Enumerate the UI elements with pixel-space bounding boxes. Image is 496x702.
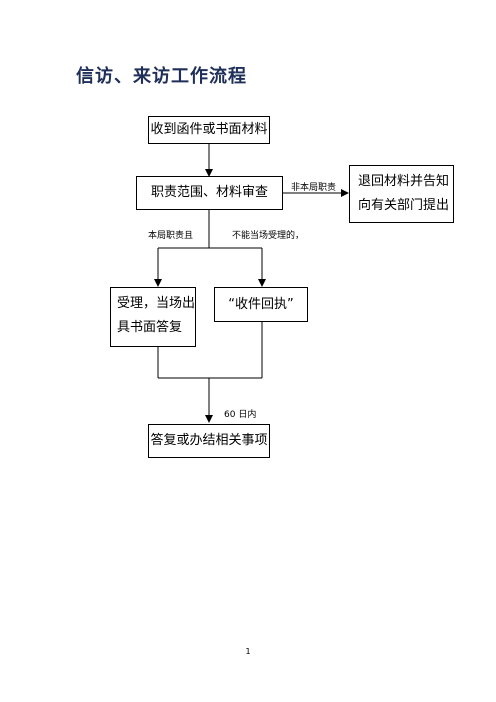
node-reply: 答复或办结相关事项 (148, 424, 270, 458)
label-within-days: 60 日内 (224, 410, 257, 420)
node-accept: 受理，当场出 具书面答复 (110, 287, 196, 347)
page-title: 信访、来访工作流程 (76, 66, 247, 87)
node-reply-label: 答复或办结相关事项 (150, 433, 268, 448)
node-return: 退回材料并告知 向有关部门提出 (349, 165, 454, 223)
page-number: 1 (245, 647, 251, 656)
label-not-scope: 非本局职责 (291, 183, 337, 193)
node-receipt: “收件回执” (214, 287, 308, 322)
node-accept-line2: 具书面答复 (117, 320, 183, 335)
node-return-line2: 向有关部门提出 (358, 198, 450, 213)
node-return-line1: 退回材料并告知 (358, 174, 450, 189)
node-receive-label: 收到函件或书面材料 (150, 122, 268, 137)
node-accept-line1: 受理，当场出 (117, 296, 196, 311)
node-receipt-label: “收件回执” (228, 297, 294, 312)
node-review-label: 职责范围、材料审查 (150, 185, 268, 200)
label-in-scope: 本局职责且 (148, 231, 194, 241)
node-review: 职责范围、材料审查 (136, 176, 283, 210)
label-cannot-accept: 不能当场受理的， (232, 231, 305, 241)
node-receive: 收到函件或书面材料 (148, 116, 270, 144)
